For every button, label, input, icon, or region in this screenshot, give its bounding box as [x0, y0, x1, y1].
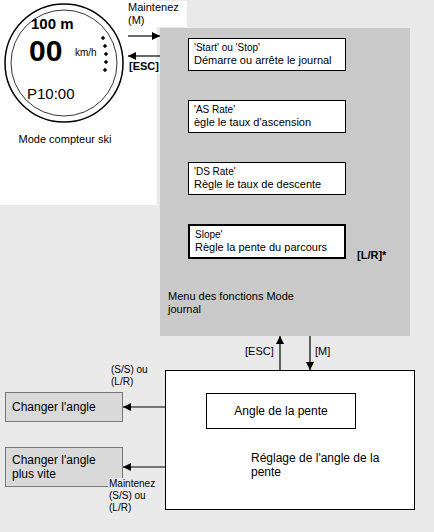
menu-item-box: 'Start' ou 'Stop'Démarre ou arrête le jo…: [188, 38, 346, 71]
node-text: P10:00: [27, 85, 75, 102]
action-box: Changer l'angle: [5, 392, 123, 422]
setting-box: Réglage de l'angle de la pente Angle de l…: [165, 370, 415, 510]
node-text: Slope': [195, 229, 339, 241]
menu-item-box: Slope'Règle la pente du parcours: [188, 224, 346, 259]
edge-label: Maintenez (S/S) ou (L/R): [108, 478, 164, 514]
menu-item-box: 'AS Rate'ègle le taux d'ascension: [188, 100, 346, 133]
action-box: Changer l'angle plus vite: [5, 447, 123, 487]
node-text: Mode compteur ski: [3, 133, 127, 145]
edge-label: Maintenez (M): [127, 1, 187, 27]
flow-arrow: [123, 406, 165, 407]
node-text: Changer l'angle: [12, 400, 116, 414]
flow-arrow: [128, 55, 160, 56]
angle-box: Angle de la pente: [206, 393, 356, 429]
menu-panel: Menu des fonctions Mode journal 'Start' o…: [160, 28, 410, 336]
node-text: Menu des fonctions Mode journal: [168, 290, 318, 316]
menu-item-box: 'DS Rate'Règle le taux de descente: [188, 162, 346, 195]
flow-arrow: [309, 336, 310, 370]
node-text: Démarre ou arrête le journal: [194, 54, 340, 67]
node-text: Règle le taux de descente: [194, 178, 340, 191]
node-text: 'AS Rate': [194, 104, 340, 116]
node-text: km/h: [75, 47, 97, 58]
node-text: Règle la pente du parcours: [195, 241, 339, 254]
flow-arrow: [128, 35, 160, 36]
node-text: Changer l'angle plus vite: [12, 453, 116, 481]
edge-label: [ESC]: [128, 60, 160, 73]
edge-label: [ESC]: [244, 345, 275, 358]
node-text: 00: [29, 35, 62, 67]
watch-illustration: [5, 4, 123, 122]
node-text: Angle de la pente: [213, 404, 349, 418]
watch-face: 100 m 00 km/hP10:00Mode compteur ski: [3, 3, 127, 153]
node-text: 'Start' ou 'Stop': [194, 42, 340, 54]
flow-arrow: [123, 466, 165, 467]
edge-label: [M]: [314, 345, 331, 358]
node-text: ègle le taux d'ascension: [194, 116, 340, 129]
flow-arrow: [279, 336, 280, 370]
edge-label: (S/S) ou (L/R): [110, 364, 164, 388]
edge-label: [L/R]*: [356, 249, 387, 262]
node-text: Réglage de l'angle de la pente: [251, 451, 391, 479]
node-text: 100 m: [31, 15, 74, 32]
node-text: 'DS Rate': [194, 166, 340, 178]
